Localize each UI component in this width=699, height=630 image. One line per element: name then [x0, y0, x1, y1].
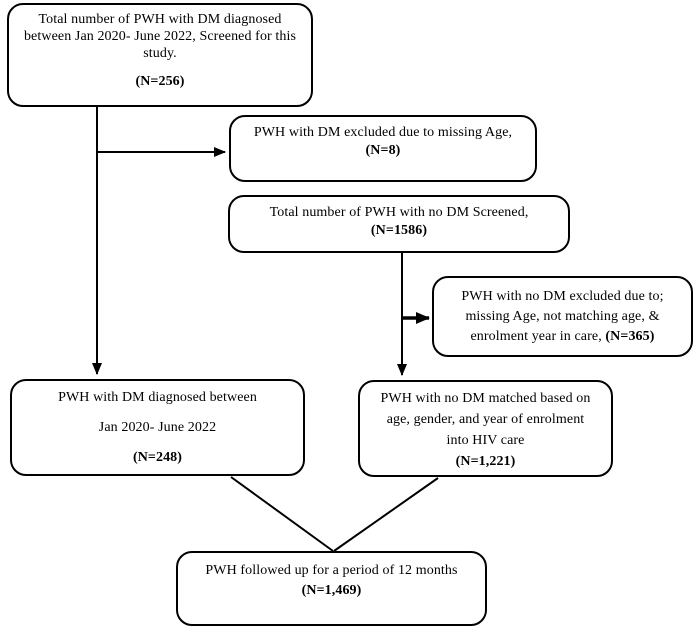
box-text-line: study.	[143, 46, 177, 61]
box-text-line: between Jan 2020- June 2022, Screened fo…	[23, 29, 297, 44]
box-text-line: enrolment year in care, (N=365)	[440, 327, 685, 347]
box-text-line: Total number of PWH with no DM Screened,	[269, 205, 529, 220]
box-text-line: PWH with DM diagnosed between	[58, 390, 257, 405]
sample-size-count: (N=365)	[605, 329, 655, 344]
box-text-line: PWH with no DM excluded due to;	[461, 289, 664, 304]
sample-size-count: (N=1586)	[370, 223, 428, 238]
box-text-line: Total number of PWH with DM diagnosed	[38, 12, 282, 27]
edge-nodm-matched-to-followup	[333, 477, 439, 552]
box-dm-excluded: PWH with DM excluded due to missing Age,…	[229, 115, 537, 182]
box-nodm-matched: PWH with no DM matched based on age, gen…	[358, 380, 613, 477]
box-text-line: Jan 2020- June 2022	[98, 420, 217, 435]
box-followup: PWH followed up for a period of 12 month…	[176, 551, 487, 626]
sample-size-count: (N=1,221)	[455, 454, 516, 469]
box-nodm-screened: Total number of PWH with no DM Screened,…	[228, 195, 570, 253]
box-text-line: PWH with no DM matched based on	[380, 391, 591, 406]
sample-size-count: (N=256)	[135, 74, 185, 89]
box-text-line: age, gender, and year of enrolment	[386, 412, 585, 427]
sample-size-count: (N=8)	[365, 143, 401, 158]
sample-size-count: (N=248)	[132, 450, 183, 465]
box-text-line: PWH followed up for a period of 12 month…	[205, 563, 458, 578]
sample-size-count: (N=1,469)	[301, 583, 362, 598]
box-text-line: PWH with DM excluded due to missing Age,	[253, 125, 513, 140]
box-text-fragment: enrolment year in care,	[470, 329, 602, 344]
box-nodm-excluded: PWH with no DM excluded due to; missing …	[432, 276, 693, 357]
box-text-line: into HIV care	[446, 433, 525, 448]
box-dm-screened: Total number of PWH with DM diagnosed be…	[7, 3, 313, 107]
edge-dm-included-to-followup	[230, 476, 334, 552]
box-dm-included: PWH with DM diagnosed between Jan 2020- …	[10, 379, 305, 476]
box-text-line: missing Age, not matching age, &	[465, 309, 660, 324]
